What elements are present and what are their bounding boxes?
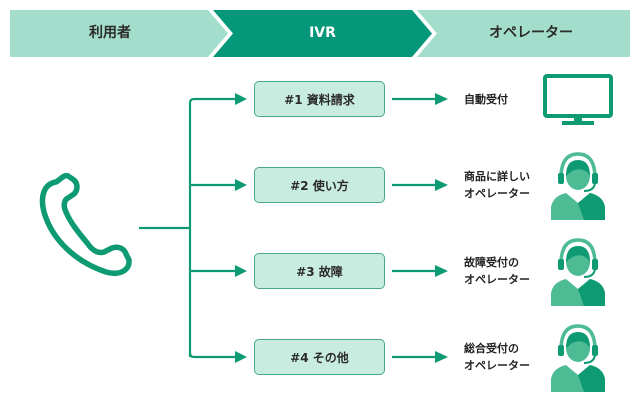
ivr-option-3: #3 故障 (254, 253, 385, 289)
output-arrowhead-4 (435, 351, 448, 363)
header-step-user-bg (10, 10, 228, 57)
connector-lines (139, 97, 195, 357)
branch-line-4 (188, 352, 236, 359)
header-step-ivr-bg (213, 10, 432, 57)
branch-trunk (188, 97, 195, 357)
operator-headset-icon (551, 152, 605, 220)
header-step-user: 利用者 (89, 25, 131, 41)
destination-3: 故障受付の オペレーター (464, 256, 530, 286)
branch-arrowhead-3 (235, 265, 247, 277)
destination-4: 総合受付の オペレーター (464, 342, 530, 372)
monitor-icon (543, 74, 613, 125)
output-arrowhead-3 (435, 265, 448, 277)
ivr-option-1: #1 資料請求 (254, 81, 385, 117)
header-step-operator-bg (417, 10, 630, 57)
branch-arrowhead-2 (235, 179, 247, 191)
destination-1: 自動受付 (464, 93, 508, 106)
output-arrowhead-1 (435, 93, 448, 105)
ivr-option-2: #2 使い方 (254, 167, 385, 203)
branch-arrowhead-4 (235, 351, 247, 363)
header-step-operator: オペレーター (489, 25, 573, 41)
operator-headset-icon (551, 324, 605, 392)
ivr-option-4: #4 その他 (254, 339, 385, 375)
branch-arrowhead-1 (235, 93, 247, 105)
phone-handset-icon (39, 172, 132, 276)
output-arrowhead-2 (435, 179, 448, 191)
operator-headset-icon (551, 238, 605, 306)
destination-2: 商品に詳しい オペレーター (464, 170, 530, 200)
header-step-ivr: IVR (309, 25, 336, 41)
